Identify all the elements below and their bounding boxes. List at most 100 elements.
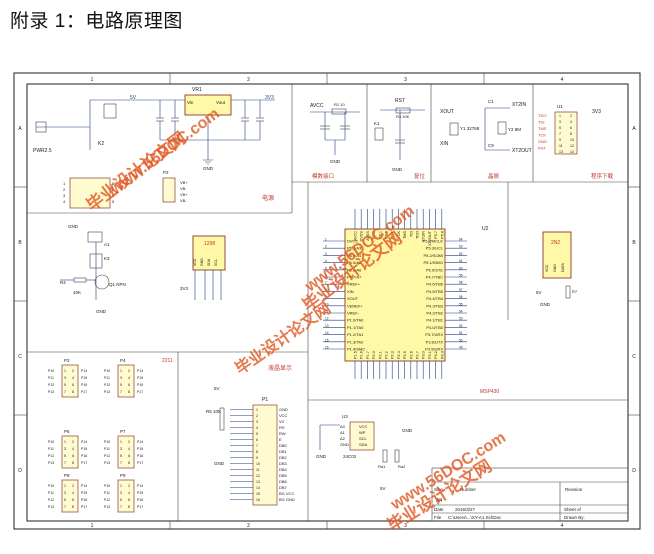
pin-number: 4 (256, 426, 258, 430)
pin-number: 2 (72, 484, 74, 488)
pin-number: 4 (72, 491, 74, 495)
pin-number: 7 (559, 132, 561, 136)
component-label: Ra1 (378, 464, 386, 469)
net-label: GND (540, 302, 551, 307)
reset-button (374, 127, 384, 141)
pin-label: P14 (137, 369, 143, 373)
mcu-pin-label: DVSS (360, 231, 364, 242)
mcu-pin-label: AVCC (354, 231, 358, 242)
pin-number: 7 (112, 187, 115, 192)
mcu-pin-number: 51 (459, 331, 463, 335)
pin-number: 1 (120, 440, 122, 444)
mcu-pin-label: P3.5/URX (425, 347, 443, 352)
pin-number: 8 (112, 181, 115, 186)
component-label: VR1 (192, 87, 202, 93)
lcd-pin-label: E (279, 437, 282, 442)
pin-label: P14 (81, 440, 87, 444)
pin-number: 2 (128, 484, 130, 488)
zone-col-label: 1 (91, 77, 94, 83)
component-label: P8 (64, 473, 70, 478)
pin-number: 12 (570, 144, 574, 148)
potentiometer-r5 (219, 407, 225, 431)
mcu-pin-number: 4 (325, 259, 327, 263)
mcu-pin-label: P3.0 (422, 351, 426, 359)
component-label: R4 (60, 280, 66, 285)
pin-number: 3 (120, 491, 122, 495)
title-block-value: A4 (436, 498, 442, 504)
mcu-pin-label: P5.0/STE (426, 267, 443, 272)
pin-number: 14 (570, 150, 574, 154)
lcd-pin-label: DB7 (279, 485, 288, 490)
mcu-pin-number: 64 (459, 238, 463, 242)
mcu-pin-label: P4.3/TB3 (426, 303, 443, 308)
mcu-pin-number: 61 (459, 259, 463, 263)
pin-label: P13 (104, 390, 110, 394)
component-label: 10K (73, 290, 81, 295)
mcu-pin-label: P2.4 (397, 351, 401, 359)
mcu-pin-label: P6.1 (378, 231, 382, 239)
component-label: P7 (120, 429, 126, 434)
mcu-pin-label: TCK (397, 231, 401, 239)
mcu-pin-label: XT2OUT (428, 230, 432, 246)
mcu-pin-label: P4.0/TB0 (426, 325, 443, 330)
mcu-pin-label: P2.5 (403, 351, 407, 359)
pin-label: P11 (48, 376, 54, 380)
pin-number: 4 (570, 120, 572, 124)
pin-number: 1 (120, 484, 122, 488)
mcu-pin-label: P5.4/MCLK (423, 239, 444, 244)
mcu-chip (344, 228, 446, 362)
zone-col-label: 4 (561, 523, 564, 529)
title-block-value: C:\Users\...\XY-A1.SchDoc (448, 515, 502, 520)
net-label: XT2OUT (512, 148, 532, 154)
mcu-pin-number: 50 (459, 338, 463, 342)
pin-number: 12 (256, 474, 260, 478)
pin-number: 11 (559, 144, 563, 148)
pin-label: P11 (104, 491, 110, 495)
mcu-pin-label: P5.3/UCL (426, 246, 444, 251)
component-label: U2 (482, 226, 489, 232)
mcu-pin-label: P6.4/A4 (347, 253, 362, 258)
pin-label: P11 (104, 447, 110, 451)
mcu-pin-label: P5.7 (434, 231, 438, 239)
component-label: A1 (104, 242, 110, 247)
crystal-y1 (449, 122, 459, 136)
mcu-pin-label: P1.0/TA0 (347, 318, 364, 323)
title-block-label: Revision (565, 487, 583, 492)
mcu-pin-number: 1 (325, 238, 327, 242)
power-jack (35, 121, 47, 133)
net-label: XIN (440, 141, 449, 147)
net-label: GND (203, 166, 214, 171)
component-label: P9 (120, 473, 126, 478)
mcu-pin-number: 5 (325, 266, 327, 270)
mcu-pin-label: P2.2 (385, 351, 389, 359)
pin-number: 5 (256, 432, 258, 436)
zone-row-label: D (632, 468, 636, 474)
pin-number: 7 (256, 444, 258, 448)
pin-label: P12 (48, 383, 54, 387)
pin-header-block (117, 435, 135, 469)
temp-sensor (542, 231, 572, 279)
lcd-connector (252, 404, 278, 506)
pin-label: P14 (81, 369, 87, 373)
pin-label: P15 (81, 376, 87, 380)
mcu-pin-number: 11 (325, 310, 329, 314)
pin-number: 3 (256, 420, 258, 424)
pin-label: GND (538, 139, 547, 144)
lcd-pin-label: DB2 (279, 455, 288, 460)
pin-label: P15 (81, 491, 87, 495)
net-label: GND (96, 309, 107, 314)
pin-label: P16 (137, 498, 143, 502)
component-label: P4 (120, 358, 126, 363)
pin-number: 4 (128, 491, 130, 495)
section-caption: 模数接口 (312, 172, 334, 180)
mcu-pin-number: 9 (325, 295, 327, 299)
pin-number: 2 (128, 440, 130, 444)
net-label: AVCC (310, 103, 324, 109)
mcu-pin-number: 60 (459, 266, 463, 270)
component-label: K2 (98, 141, 104, 147)
net-label: 3V3 (180, 286, 189, 291)
pin-label: P10 (48, 369, 54, 373)
pin-number: 15 (256, 492, 260, 496)
net-label: 5V (130, 95, 137, 101)
pin-header-block (61, 435, 79, 469)
